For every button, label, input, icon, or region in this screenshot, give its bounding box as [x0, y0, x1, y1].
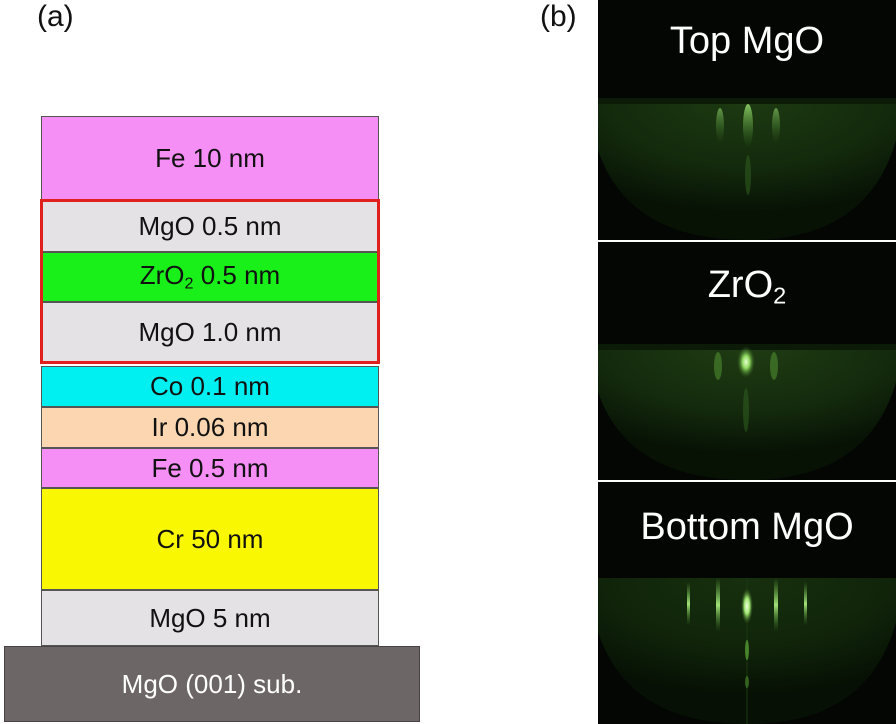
- layer-co: Co 0.1 nm: [41, 366, 379, 407]
- rheed-divider: [598, 240, 896, 242]
- layer-mgo-buffer: MgO 5 nm: [41, 590, 379, 646]
- layer-fe-thin-label: Fe 0.5 nm: [151, 452, 269, 483]
- layer-substrate: MgO (001) sub.: [4, 646, 420, 722]
- layer-zro2: ZrO2 0.5 nm: [41, 252, 379, 302]
- layer-cr: Cr 50 nm: [41, 488, 379, 590]
- rheed-pattern-bottom-mgo: [598, 482, 896, 724]
- layer-cr-label: Cr 50 nm: [156, 523, 264, 554]
- layer-ir: Ir 0.06 nm: [41, 407, 379, 448]
- layer-co-label: Co 0.1 nm: [150, 371, 270, 401]
- layer-fe-thin: Fe 0.5 nm: [41, 448, 379, 488]
- panel-b-label: (b): [540, 0, 577, 33]
- rheed-top-mgo-title: Top MgO: [669, 20, 825, 62]
- rheed-pattern-zro2: [598, 242, 896, 480]
- rheed-top-mgo: Top MgO: [598, 0, 896, 240]
- rheed-pattern-top-mgo: [598, 0, 896, 240]
- rheed-zro2: ZrO2: [598, 242, 896, 480]
- layer-mgo-lower: MgO 1.0 nm: [41, 302, 379, 362]
- layer-mgo-upper: MgO 0.5 nm: [41, 200, 379, 252]
- rheed-zro2-title: ZrO2: [707, 264, 787, 309]
- layer-zro2-label: ZrO2 0.5 nm: [139, 260, 281, 293]
- rheed-bottom-mgo: Bottom MgO: [598, 482, 896, 724]
- layer-fe-top: Fe 10 nm: [41, 116, 379, 200]
- layer-substrate-label: MgO (001) sub.: [121, 668, 303, 699]
- layer-mgo-lower-label: MgO 1.0 nm: [138, 316, 282, 347]
- layer-mgo-buffer-label: MgO 5 nm: [149, 602, 271, 633]
- rheed-bottom-mgo-title: Bottom MgO: [640, 506, 854, 548]
- rheed-divider: [598, 480, 896, 482]
- layer-ir-label: Ir 0.06 nm: [151, 412, 269, 442]
- panel-a-label: (a): [37, 0, 74, 33]
- layer-mgo-upper-label: MgO 0.5 nm: [138, 210, 282, 241]
- layer-fe-top-label: Fe 10 nm: [155, 142, 265, 173]
